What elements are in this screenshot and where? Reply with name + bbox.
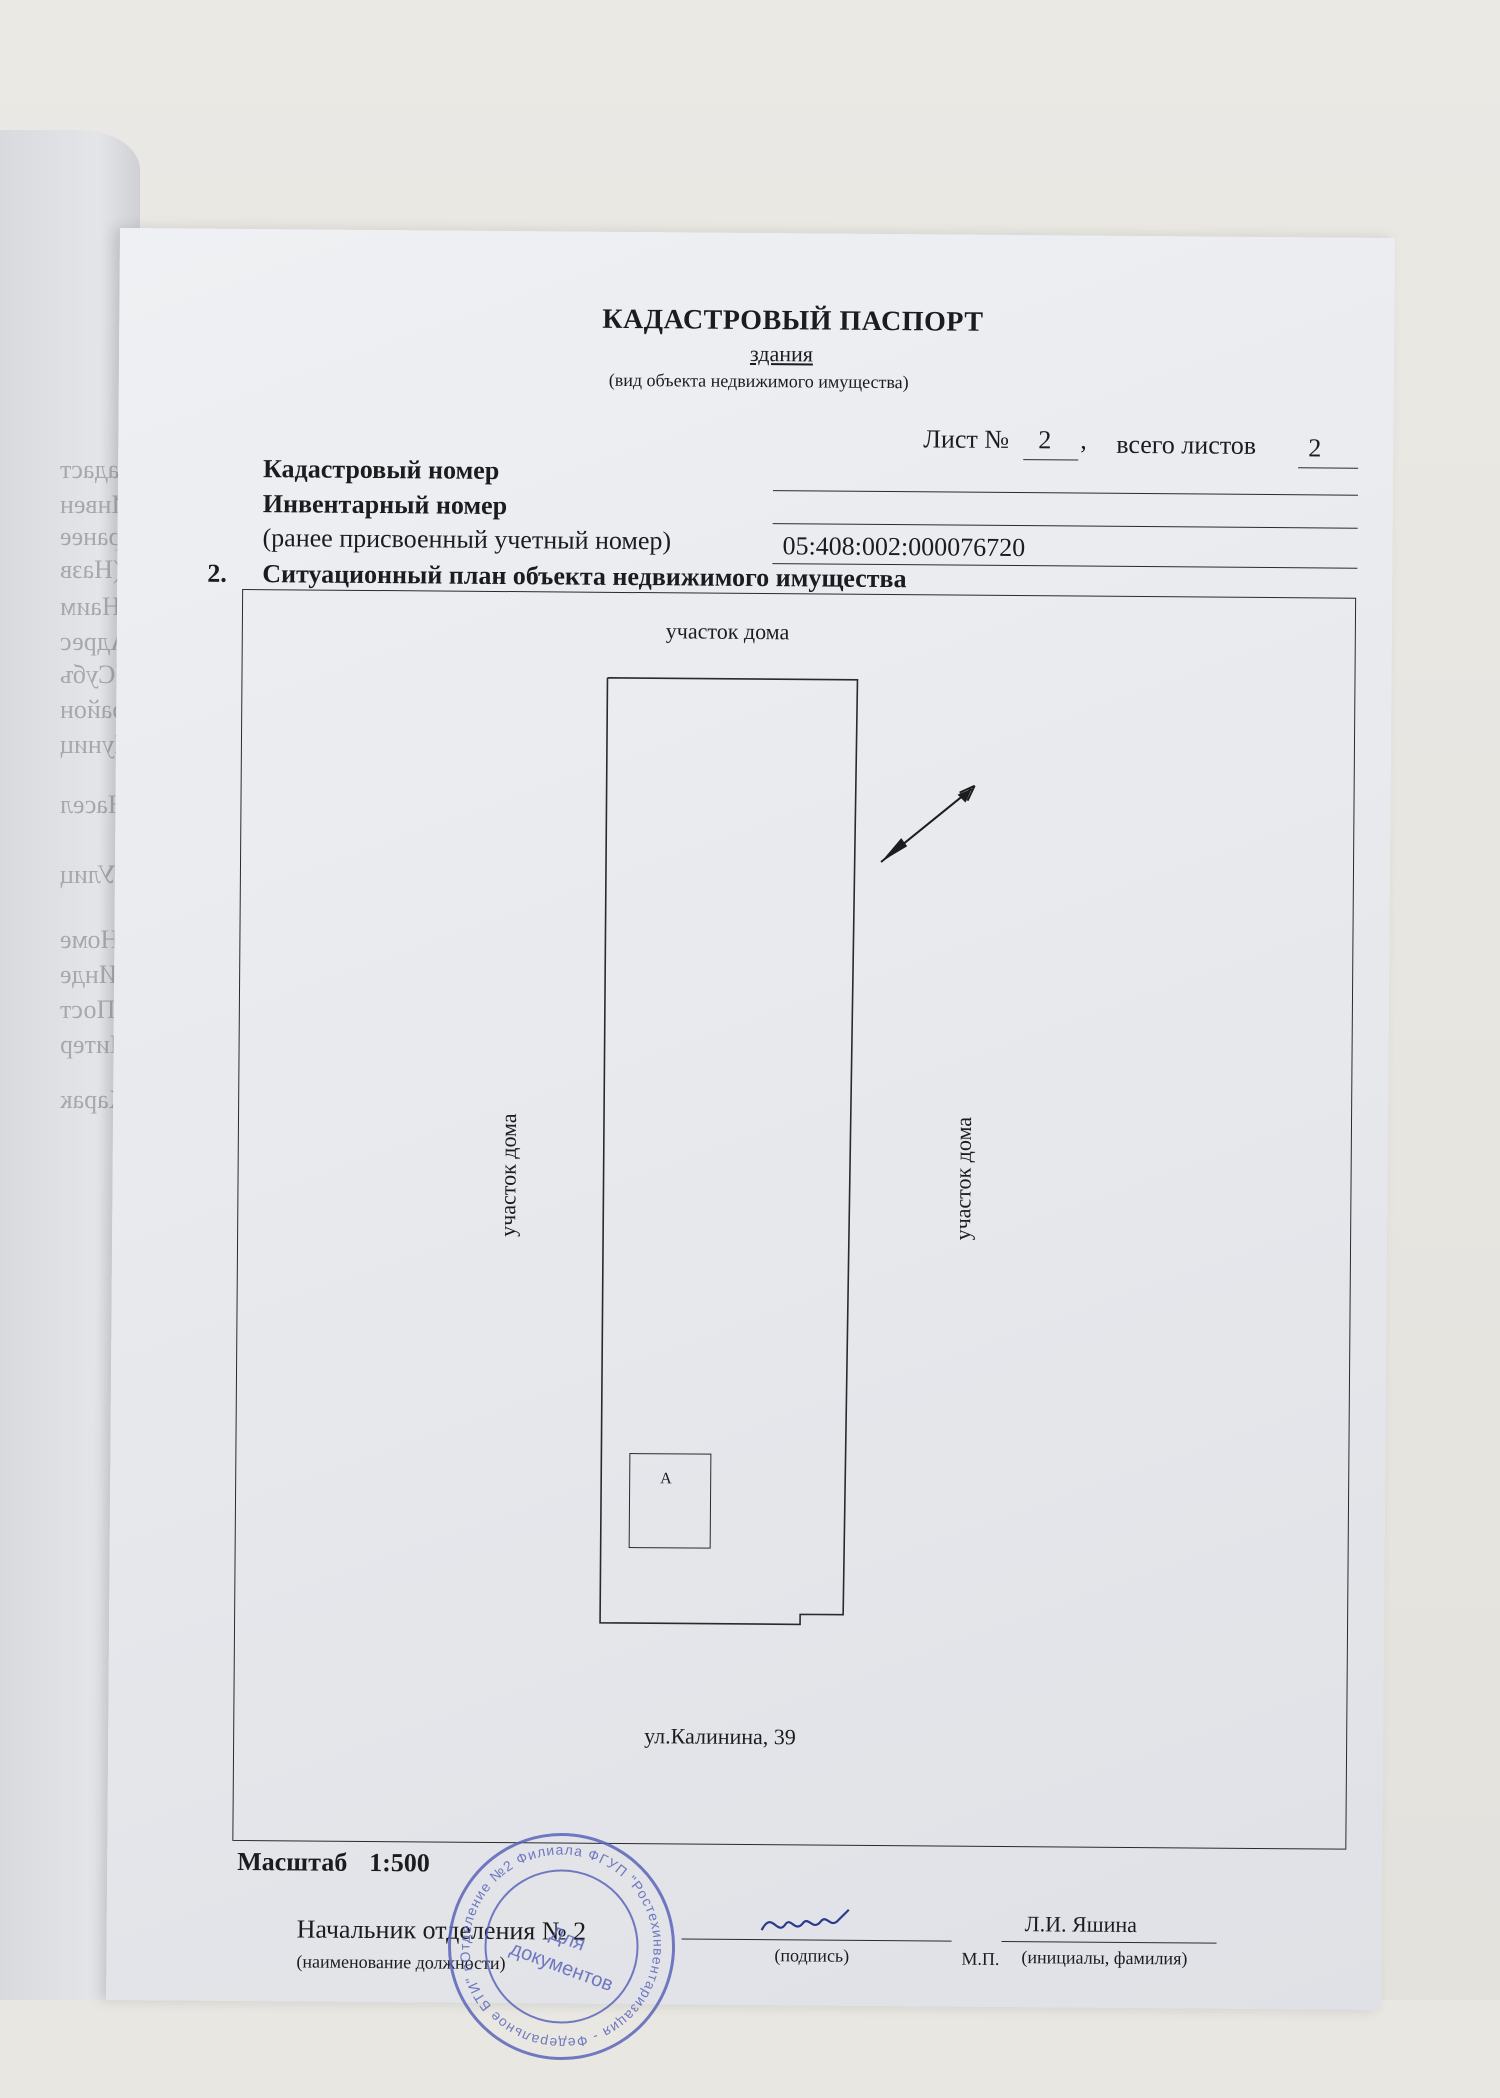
name-line <box>1001 1940 1217 1944</box>
building-a: А <box>628 1453 712 1549</box>
signature-mark <box>760 1908 850 1931</box>
previous-number-label: (ранее присвоенный учетный номер) <box>262 523 672 556</box>
ghost-line: Инде <box>60 960 118 989</box>
ghost-line: Улиц <box>60 860 117 889</box>
name-caption: (инициалы, фамилия) <box>1021 1947 1188 1969</box>
street-label: ул.Калинина, 39 <box>644 1723 796 1750</box>
official-stamp: Отделение №2 Филиала ФГУП "Ростехинвента… <box>410 1793 683 2072</box>
building-letter: А <box>660 1470 672 1488</box>
scale-label: Масштаб <box>237 1846 348 1877</box>
north-arrow-icon <box>880 784 976 863</box>
object-type-caption: (вид объекта недвижимого имущества) <box>608 369 909 393</box>
cadastral-number-line <box>772 490 1358 496</box>
ghost-line: Наим <box>60 592 121 621</box>
plan-label-top: участок дома <box>665 618 790 645</box>
inventory-number-line <box>772 523 1358 529</box>
ghost-line: Пост <box>60 995 116 1024</box>
object-type: здания <box>749 340 814 367</box>
stamp-center-text-1: Для <box>547 1923 588 1956</box>
plan-frame: участок дома участок дома участок дома у… <box>232 588 1357 1850</box>
signature-caption: (подпись) <box>774 1945 850 1966</box>
ghost-line: (Субъ <box>60 660 125 689</box>
ghost-line: Номе <box>60 925 120 954</box>
sheet-comma: , <box>1080 425 1087 455</box>
official-name: Л.И. Яшина <box>1024 1911 1138 1938</box>
section-number: 2. <box>207 558 227 588</box>
sheet-number: 2 <box>1038 425 1052 455</box>
stamp-place-label: М.П. <box>961 1948 1000 1969</box>
cadastral-number-label: Кадастровый номер <box>263 454 500 485</box>
previous-number-value: 05:408:002:000076720 <box>782 531 1026 563</box>
ghost-line: (Назв <box>60 555 122 584</box>
sheet-number-line <box>1023 459 1079 461</box>
inventory-number-label: Инвентарный номер <box>262 489 508 521</box>
total-sheets-line <box>1298 467 1359 469</box>
total-sheets-number: 2 <box>1308 433 1322 463</box>
plan-label-left: участок дома <box>495 1113 522 1237</box>
document-title: КАДАСТРОВЫЙ ПАСПОРТ <box>602 303 984 338</box>
parcel-outline <box>599 677 859 1626</box>
document-sheet: КАДАСТРОВЫЙ ПАСПОРТ здания (вид объекта … <box>106 228 1395 2072</box>
total-sheets-label: всего листов <box>1116 429 1257 460</box>
sheet-label: Лист № <box>923 424 1010 454</box>
plan-label-right: участок дома <box>950 1116 977 1241</box>
